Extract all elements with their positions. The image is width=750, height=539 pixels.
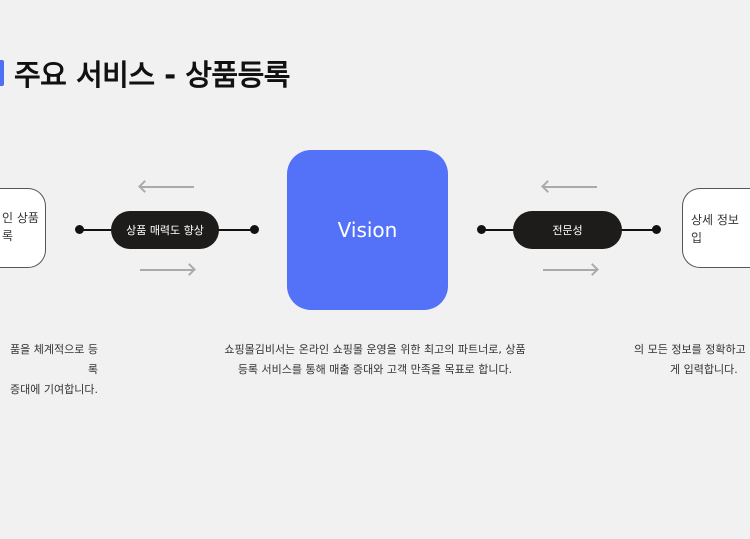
vision-card: Vision [287, 150, 448, 310]
right-pill: 전문성 [513, 211, 622, 249]
right-desc-line2: 게 입력합니다. [670, 363, 738, 376]
left-card-line2: 록 [2, 229, 14, 243]
connector-dot [250, 225, 259, 234]
right-service-card: 상세 정보 입 [682, 188, 750, 268]
left-card-line1: 인 상품 [2, 211, 39, 225]
right-card-line1: 상세 정보 입 [691, 213, 739, 245]
arrow-left-icon [140, 186, 194, 188]
center-desc-line2: 등록 서비스를 통해 매출 증대와 고객 만족을 목표로 합니다. [237, 363, 513, 376]
left-description: 품을 체계적으로 등록 증대에 기여합니다. [0, 340, 98, 400]
connector-dot [652, 225, 661, 234]
right-description: 의 모든 정보를 정확하고 게 입력합니다. [634, 340, 750, 380]
left-desc-line1: 품을 체계적으로 등록 [10, 343, 98, 376]
center-desc-line1: 쇼핑몰김비서는 온라인 쇼핑몰 운영을 위한 최고의 파트너로, 상품 [224, 343, 526, 356]
right-desc-line1: 의 모든 정보를 정확하고 [634, 343, 746, 356]
center-description: 쇼핑몰김비서는 온라인 쇼핑몰 운영을 위한 최고의 파트너로, 상품 등록 서… [200, 340, 550, 380]
arrow-left-icon [543, 186, 597, 188]
left-desc-line2: 증대에 기여합니다. [10, 383, 98, 396]
left-service-card: 인 상품 록 [0, 188, 46, 268]
left-pill: 상품 매력도 향상 [111, 211, 219, 249]
arrow-right-icon [543, 269, 597, 271]
title-accent-bar [0, 60, 4, 86]
page-title: 주요 서비스 - 상품등록 [14, 58, 290, 92]
arrow-right-icon [140, 269, 194, 271]
